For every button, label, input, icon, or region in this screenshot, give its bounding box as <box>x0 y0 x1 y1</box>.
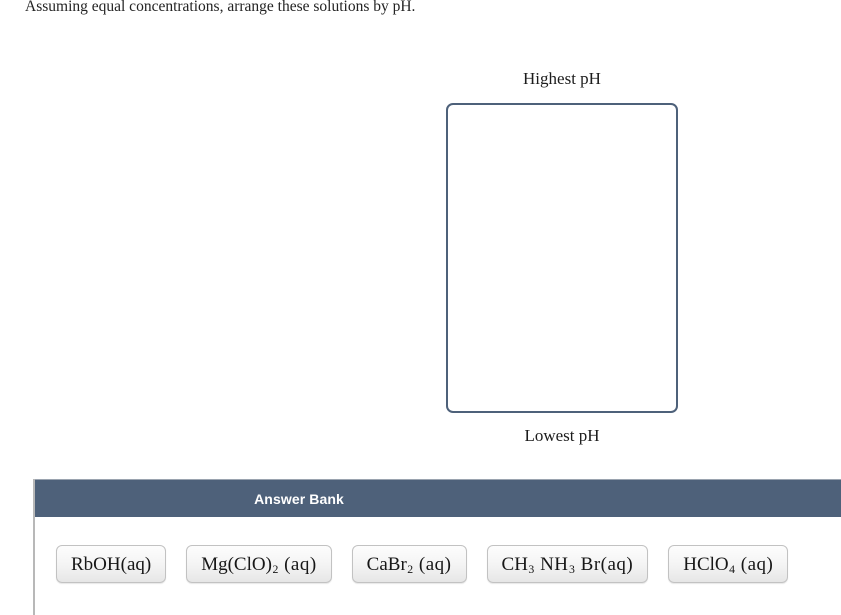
answer-bank-body: RbOH(aq) Mg(ClO)2 (aq) CaBr2 (aq) CH3 NH3 B… <box>35 517 841 615</box>
answer-tile[interactable]: CH3 NH3 Br(aq) <box>486 545 649 583</box>
answer-tile-label: HClO4 (aq) <box>683 553 774 576</box>
highest-ph-label: Highest pH <box>523 69 601 88</box>
ranking-area: Highest pH Lowest pH <box>446 68 678 447</box>
answer-tile[interactable]: RbOH(aq) <box>56 545 167 583</box>
answer-bank-title: Answer Bank <box>254 490 344 507</box>
answer-tile-label: CaBr2 (aq) <box>366 553 452 576</box>
answer-bank-panel: Answer Bank RbOH(aq) Mg(ClO)2 (aq) CaBr2 (… <box>33 479 841 615</box>
answer-tile[interactable]: Mg(ClO)2 (aq) <box>186 545 332 583</box>
answer-tile-row: RbOH(aq) Mg(ClO)2 (aq) CaBr2 (aq) CH3 NH3 B… <box>56 545 841 583</box>
answer-tile-label: Mg(ClO)2 (aq) <box>201 553 317 576</box>
answer-bank-header: Answer Bank <box>35 479 841 517</box>
ranking-drop-zone[interactable] <box>446 103 678 413</box>
lowest-ph-label: Lowest pH <box>524 426 600 445</box>
answer-tile[interactable]: CaBr2 (aq) <box>351 545 467 583</box>
answer-tile-label: CH3 NH3 Br(aq) <box>501 553 634 576</box>
answer-tile-label: RbOH(aq) <box>71 553 152 575</box>
question-prompt: Assuming equal concentrations, arrange t… <box>25 0 416 15</box>
answer-tile[interactable]: HClO4 (aq) <box>668 545 789 583</box>
